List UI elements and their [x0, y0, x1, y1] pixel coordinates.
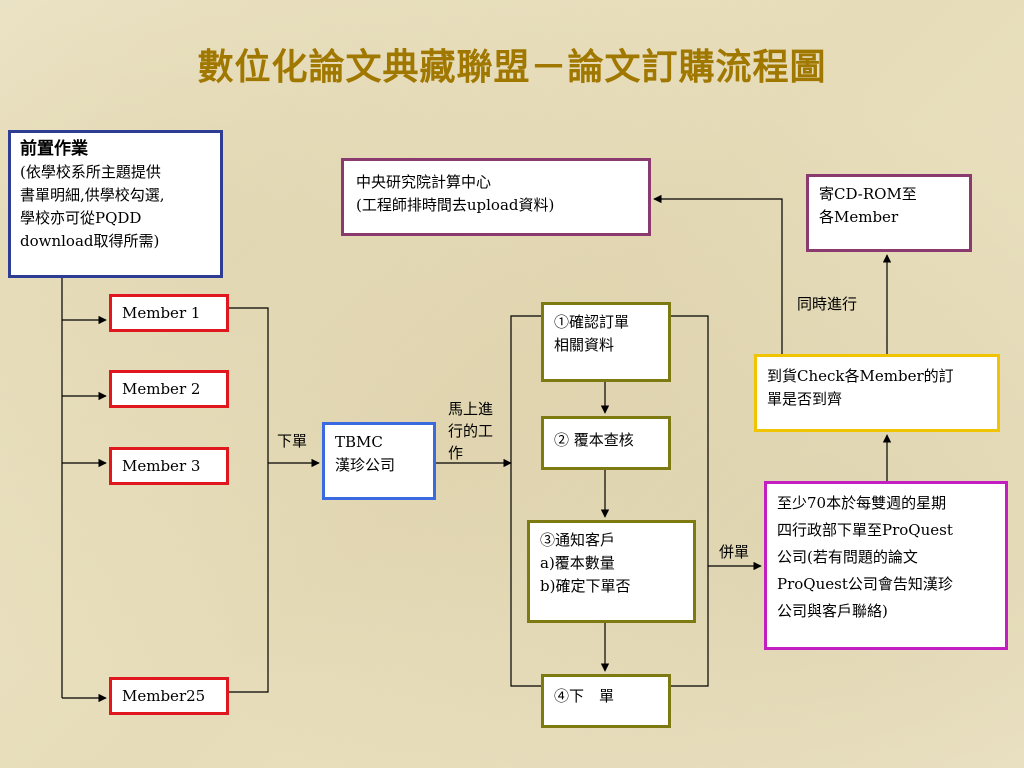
place-order-label: 下單 — [277, 432, 308, 450]
step-duplicate-check: ② 覆本查核 — [541, 416, 671, 470]
member-label: Member 1 — [122, 304, 201, 322]
merge-orders-label: 併單 — [719, 543, 750, 561]
prep-work-box: 前置作業 (依學校系所主題提供 書單明細,供學校勾選, 學校亦可從PQDD do… — [8, 130, 223, 278]
member-box: Member 3 — [109, 447, 229, 485]
send-cdrom-box: 寄CD-ROM至 各Member — [806, 174, 972, 252]
member-label: Member25 — [122, 687, 206, 705]
prep-line: 學校亦可從PQDD — [20, 209, 142, 227]
page-title: 數位化論文典藏聯盟－論文訂購流程圖 — [197, 46, 827, 88]
prep-line: 書單明細,供學校勾選, — [20, 186, 165, 204]
simultaneous-label: 同時進行 — [797, 295, 858, 313]
member-label: Member 2 — [122, 380, 201, 398]
step-notify-customer: ③通知客戶 a)覆本數量 b)確定下單否 — [527, 520, 696, 623]
arrival-check-box: 到貨Check各Member的訂 單是否到齊 — [754, 354, 1000, 432]
member-box: Member 2 — [109, 370, 229, 408]
member-label: Member 3 — [122, 457, 201, 475]
immediate-work-label: 馬上進 行的工 作 — [448, 400, 494, 462]
step-place-order: ④下 單 — [541, 674, 671, 728]
proquest-order-box: 至少70本於每雙週的星期 四行政部下單至ProQuest 公司(若有問題的論文 … — [764, 481, 1008, 650]
prep-heading: 前置作業 — [20, 139, 88, 159]
step-confirm-order: ①確認訂單 相關資料 — [541, 302, 671, 382]
prep-line: (依學校系所主題提供 — [20, 163, 161, 181]
tbmc-box: TBMC 漢珍公司 — [322, 422, 436, 500]
member-box: Member25 — [109, 677, 229, 715]
computing-center-box: 中央研究院計算中心 (工程師排時間去upload資料) — [341, 158, 651, 236]
member-box: Member 1 — [109, 294, 229, 332]
tbmc-company: 漢珍公司 — [335, 456, 396, 474]
tbmc-name: TBMC — [335, 433, 383, 451]
prep-line: download取得所需) — [20, 232, 160, 250]
